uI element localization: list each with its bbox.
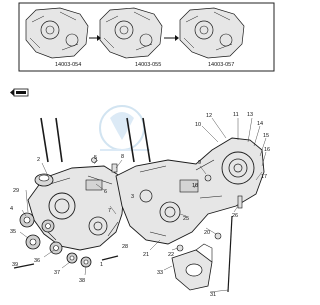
callout-8: 8 <box>121 154 124 160</box>
callout-4: 4 <box>10 206 13 212</box>
callout-25: 25 <box>183 216 189 222</box>
front-direction-icon <box>10 88 29 97</box>
callout-7: 7 <box>108 208 111 214</box>
callout-14: 14 <box>257 121 263 127</box>
breather-cap <box>34 173 54 187</box>
cylinder-studs <box>40 117 233 293</box>
leader-lines <box>19 117 267 293</box>
callout-31: 31 <box>210 292 216 298</box>
callout-6: 6 <box>104 189 107 195</box>
watermark-logo <box>99 105 150 151</box>
callout-33: 33 <box>157 270 163 276</box>
callout-35: 35 <box>10 229 16 235</box>
callout-15: 15 <box>263 133 269 139</box>
diagram-canvas: 14003-054 14003-055 14003-057 <box>10 2 275 298</box>
callout-18: 18 <box>192 183 198 189</box>
inset-arrow-head-1 <box>97 35 101 41</box>
callout-39: 39 <box>12 262 18 268</box>
callout-26: 26 <box>232 213 238 219</box>
callout-20: 20 <box>204 230 210 236</box>
bearing-stack-left <box>19 212 92 268</box>
callout-38: 38 <box>79 278 85 284</box>
callout-17: 17 <box>261 174 267 180</box>
parts-diagram: 14003-054 14003-055 14003-057 <box>10 2 275 298</box>
callout-36: 36 <box>34 258 40 264</box>
inset-crankcase-1 <box>25 7 89 59</box>
callout-numbers: 2 29 4 35 36 37 38 5 6 7 8 10 12 11 13 1… <box>10 112 270 298</box>
callout-29: 29 <box>13 188 19 194</box>
inset-arrow-head-2 <box>175 35 179 41</box>
drain-elbow <box>171 243 213 291</box>
inset-crankcase-2 <box>99 7 163 59</box>
inset-code-1: 14003-054 <box>55 62 81 68</box>
callout-1: 1 <box>100 262 103 268</box>
callout-21: 21 <box>143 252 149 258</box>
inset-crankcase-3 <box>179 7 245 59</box>
callout-28: 28 <box>122 244 128 250</box>
callout-3: 3 <box>131 194 134 200</box>
callout-12: 12 <box>206 113 212 119</box>
callout-9: 9 <box>198 160 201 166</box>
callout-2: 2 <box>37 157 40 163</box>
callout-10: 10 <box>195 122 201 128</box>
inset-code-2: 14003-055 <box>135 62 161 68</box>
variant-inset: 14003-054 14003-055 14003-057 <box>18 2 275 72</box>
callout-11: 11 <box>233 112 239 118</box>
callout-13: 13 <box>247 112 253 118</box>
callout-16: 16 <box>264 147 270 153</box>
small-parts <box>13 157 243 269</box>
callout-22: 22 <box>168 252 174 258</box>
callout-37: 37 <box>54 270 60 276</box>
inset-code-3: 14003-057 <box>208 62 234 68</box>
crankcase-right-half <box>115 137 265 245</box>
callout-5: 5 <box>94 155 97 161</box>
